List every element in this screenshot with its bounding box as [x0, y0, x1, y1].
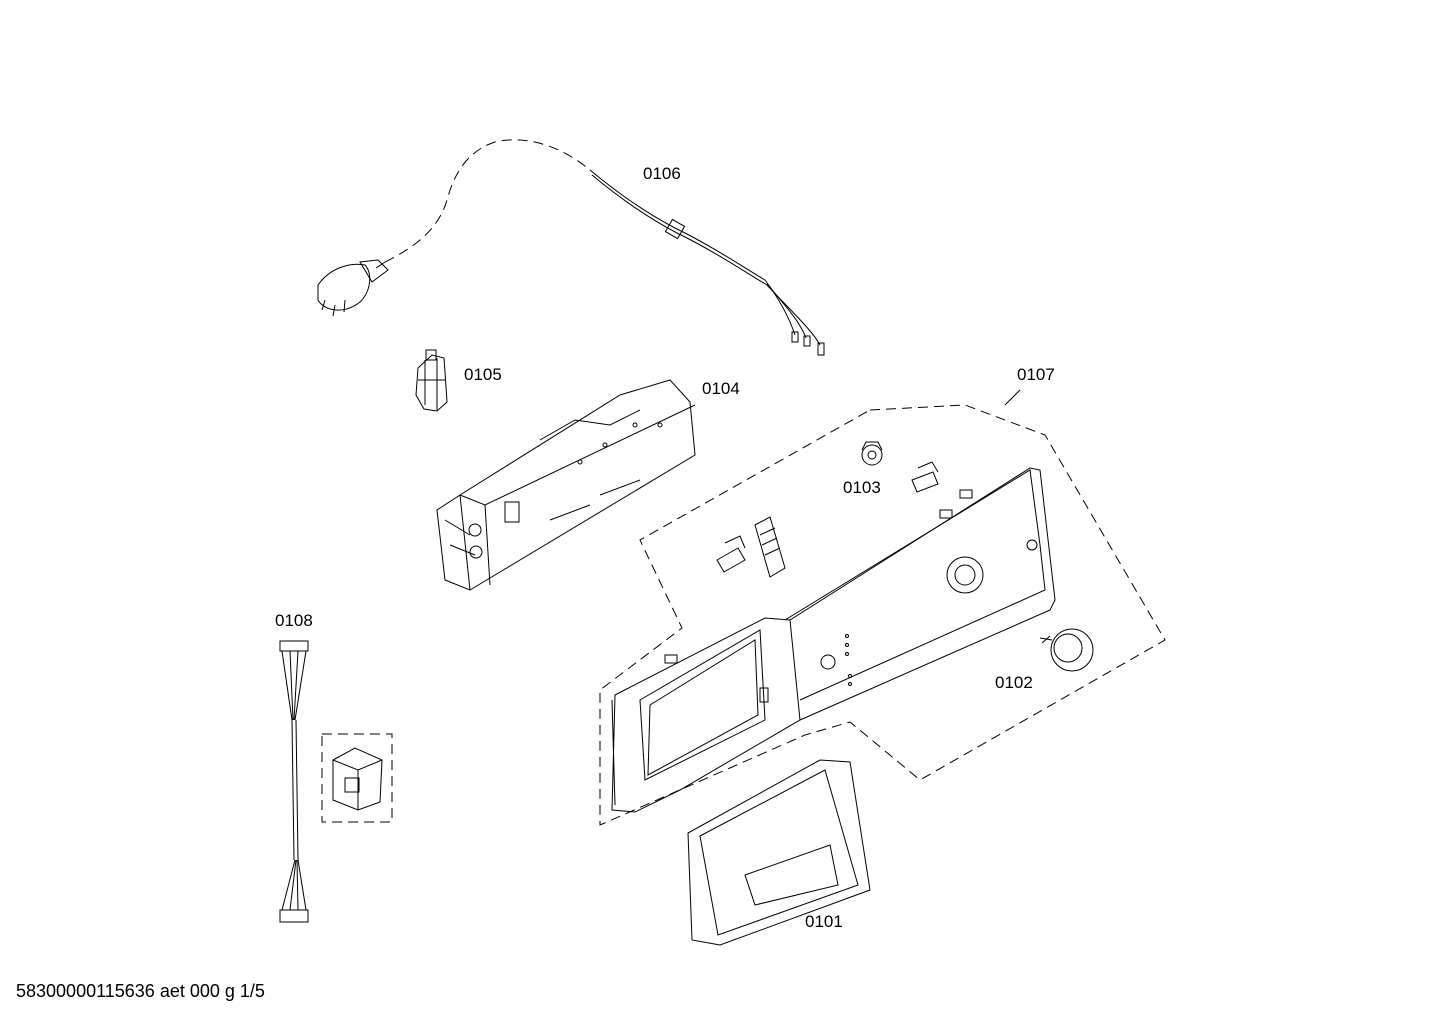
label-0104: 0104 — [702, 379, 740, 398]
control-panel-0107 — [599, 389, 1166, 826]
label-0106: 0106 — [643, 164, 681, 183]
drawer-handle-0101 — [687, 759, 871, 946]
label-0101: 0101 — [805, 912, 843, 931]
relay-block — [321, 733, 393, 823]
knob-0102 — [1039, 628, 1094, 672]
switch-0105 — [415, 349, 448, 412]
label-0107: 0107 — [1017, 365, 1055, 384]
electronic-module-0104 — [436, 379, 696, 591]
label-0108: 0108 — [275, 611, 313, 630]
label-0102: 0102 — [995, 673, 1033, 692]
label-0105: 0105 — [464, 365, 502, 384]
power-cord-0106 — [317, 139, 825, 356]
label-0103: 0103 — [843, 478, 881, 497]
wire-harness-0108 — [279, 640, 309, 923]
bearing-0103 — [861, 441, 883, 466]
document-id-footer: 58300000115636 aet 000 g 1/5 — [16, 981, 265, 1001]
